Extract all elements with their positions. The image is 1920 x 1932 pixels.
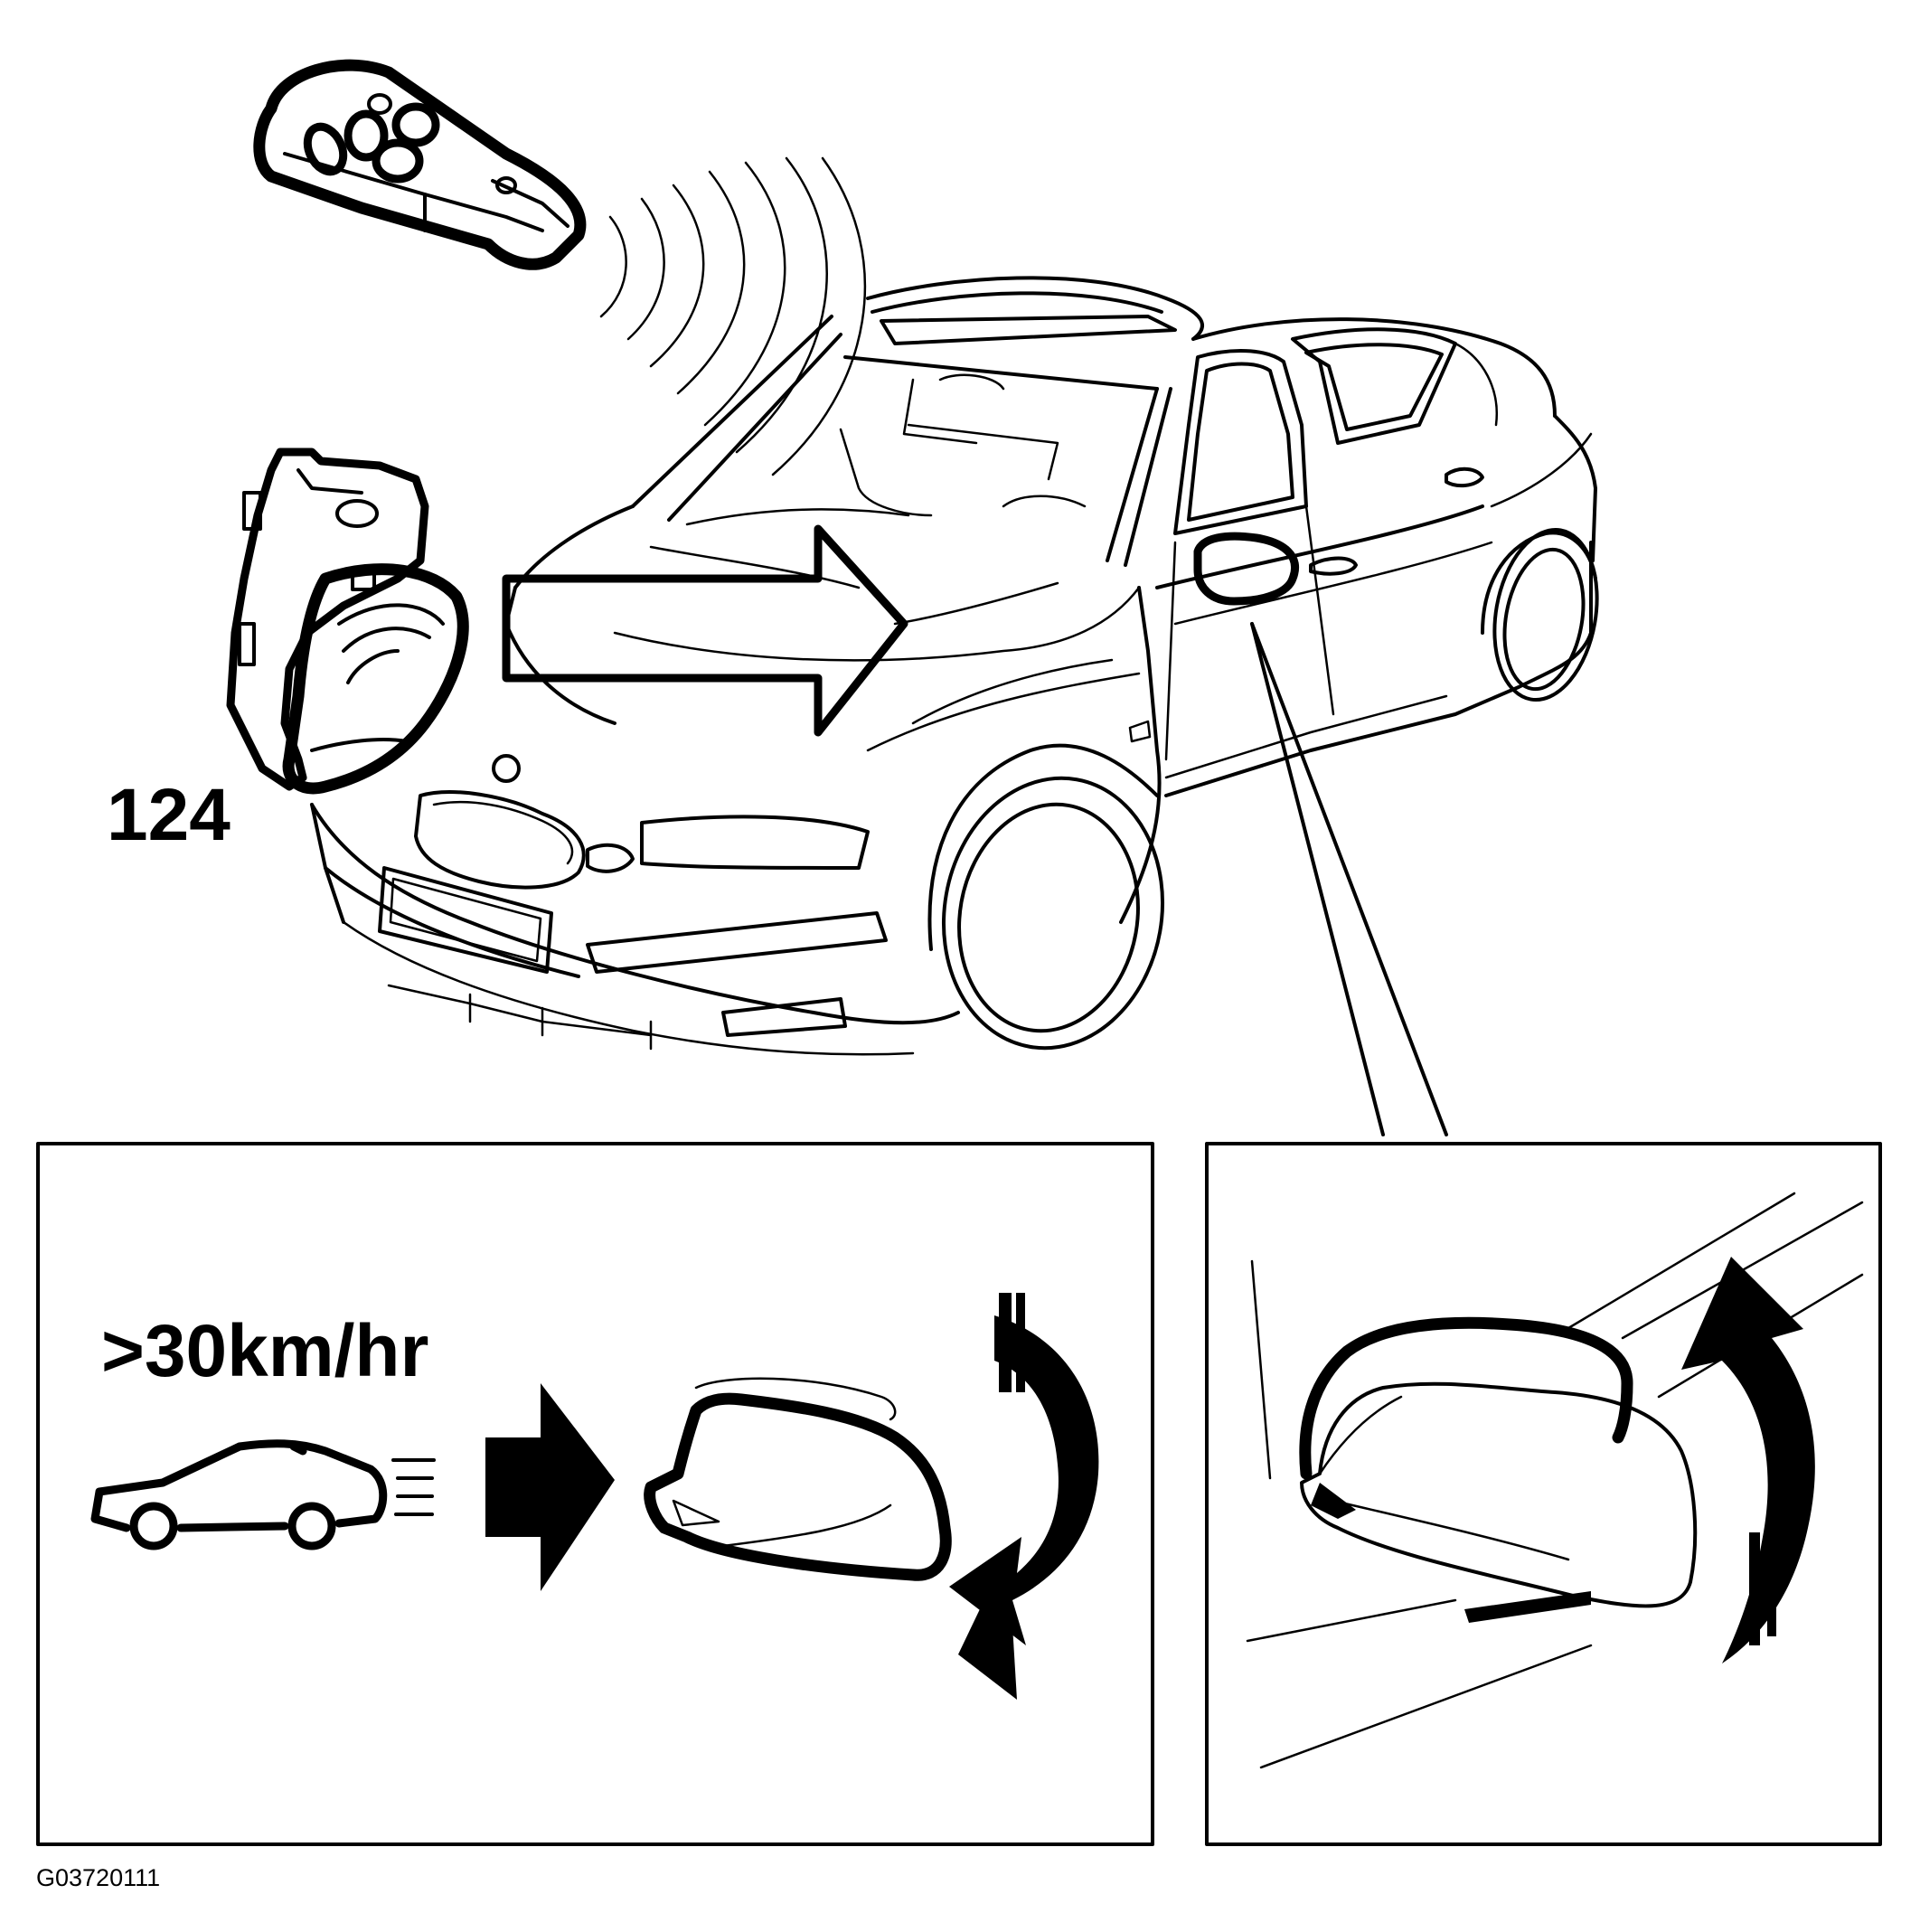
figure-id: G03720111 bbox=[36, 1864, 161, 1891]
solid-arrow-icon bbox=[485, 1383, 615, 1591]
callout-lines bbox=[1250, 622, 1448, 1136]
unfold-arrow-icon bbox=[1681, 1257, 1815, 1663]
mirror-detail-icon bbox=[1299, 1316, 1698, 1623]
callout-number: 124 bbox=[107, 774, 231, 856]
speed-fold-panel bbox=[36, 1142, 1154, 1846]
fold-arrow-icon bbox=[949, 1293, 1099, 1700]
key-fob-icon bbox=[253, 59, 587, 270]
moving-car-icon bbox=[90, 1439, 436, 1550]
direction-arrow-icon bbox=[502, 524, 908, 737]
speed-label: >30km/hr bbox=[101, 1310, 429, 1392]
mirror-detail-panel bbox=[1205, 1142, 1882, 1846]
sedan-car-icon bbox=[310, 276, 1599, 1056]
mirror-folded-icon bbox=[644, 1377, 952, 1581]
signal-waves-icon bbox=[599, 156, 867, 476]
control-module-icon bbox=[226, 448, 469, 795]
